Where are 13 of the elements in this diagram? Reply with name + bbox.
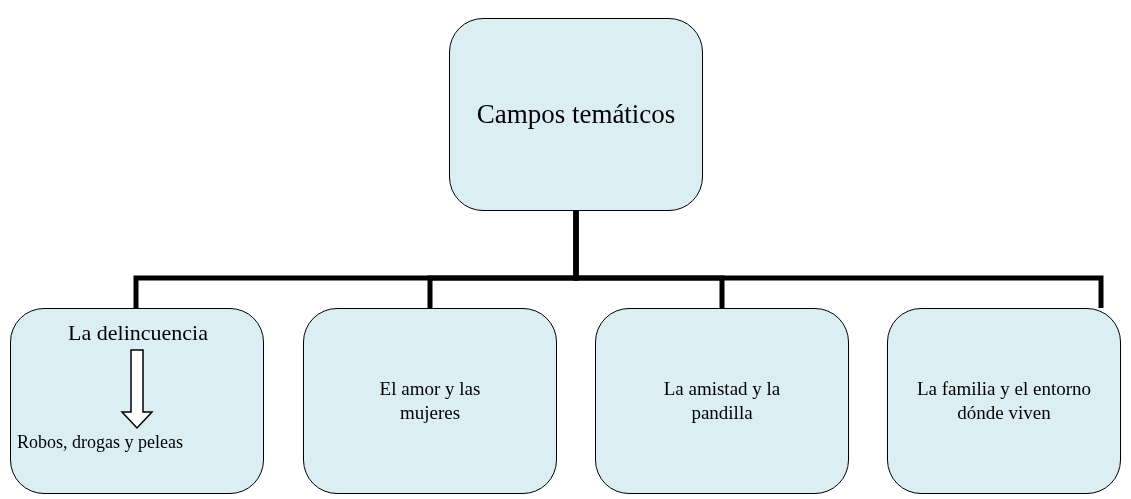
- connector-line: [573, 211, 1104, 308]
- box-label: La familia y el entorno dónde viven: [915, 377, 1093, 425]
- block-arrow: [120, 349, 154, 430]
- rounded-box: [449, 18, 703, 211]
- rounded-box: [595, 308, 849, 494]
- box-label: El amor y las mujeres: [378, 377, 482, 425]
- rounded-box: [887, 308, 1121, 494]
- box-text: Robos, drogas y peleas: [17, 431, 184, 454]
- box-text: La delincuencia: [67, 319, 209, 347]
- box-label: Campos temáticos: [476, 97, 676, 131]
- rounded-box: [10, 308, 264, 494]
- rounded-box: [303, 308, 557, 494]
- box-label: La amistad y la pandilla: [662, 377, 782, 425]
